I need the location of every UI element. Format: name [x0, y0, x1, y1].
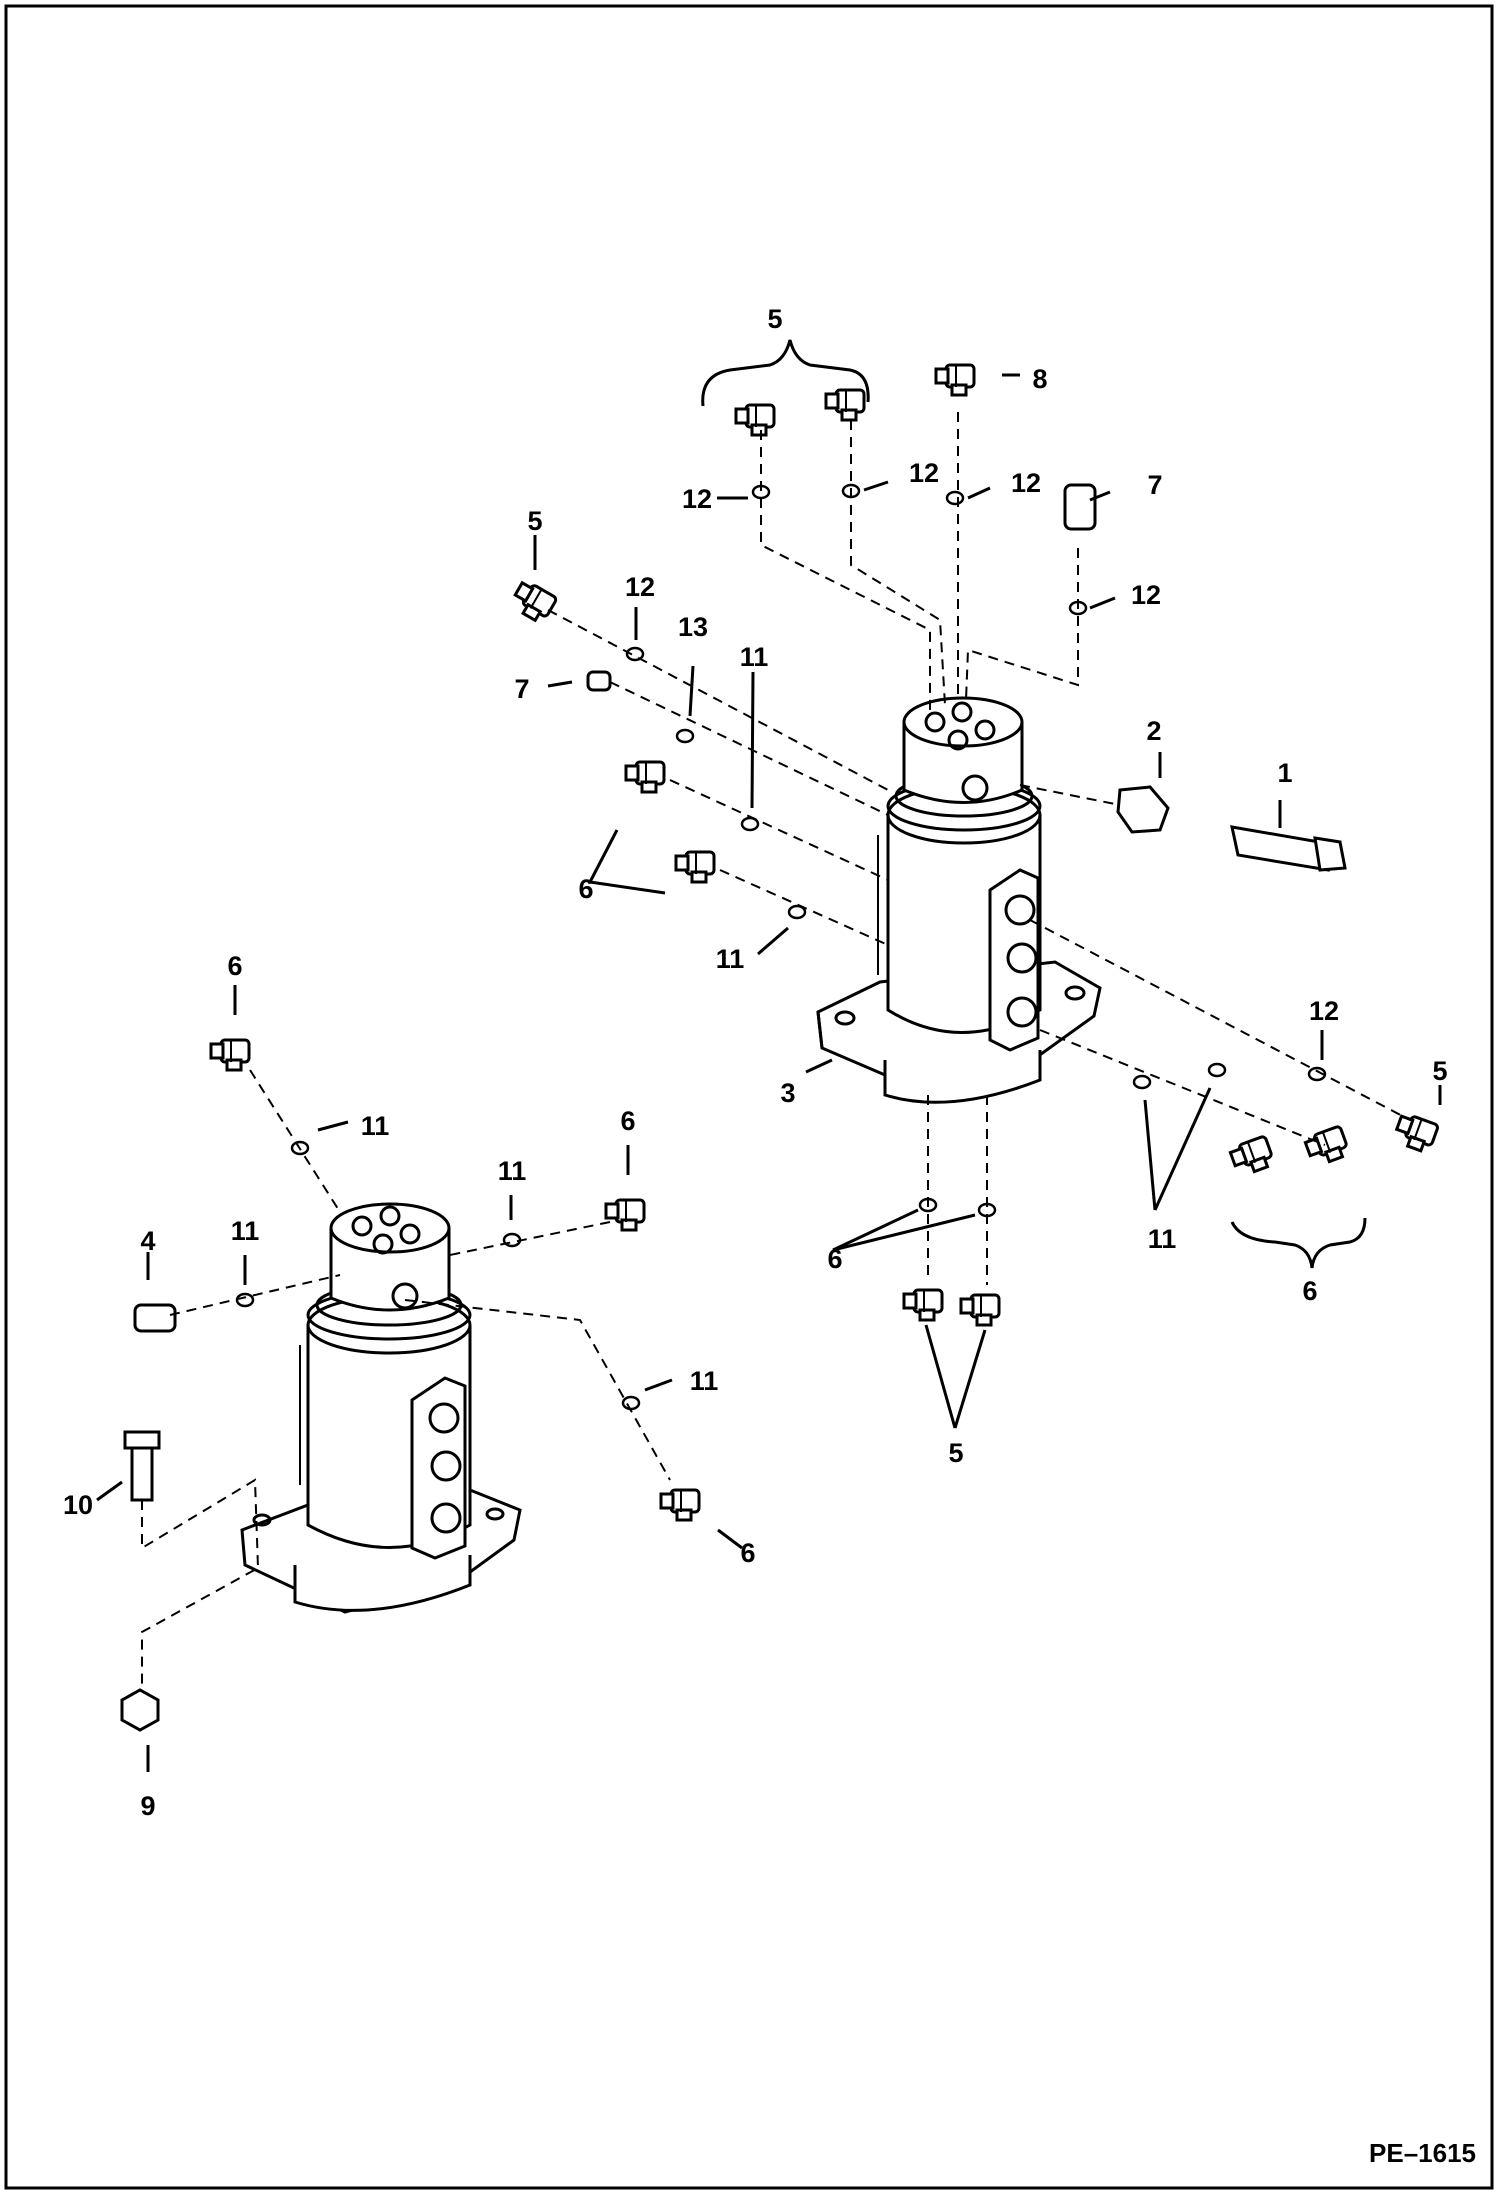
fittings	[120, 363, 1441, 1732]
callout-10: 10	[63, 1490, 93, 1520]
callout-5-left: 5	[527, 506, 542, 536]
callout-6-bottom: 6	[827, 1244, 842, 1274]
drawing-number: PE–1615	[1369, 2138, 1476, 2168]
swivel-joint-upper	[816, 696, 1102, 1104]
callout-5-right: 5	[1432, 1056, 1447, 1086]
callout-6-lower: 6	[620, 1106, 635, 1136]
callout-3: 3	[780, 1078, 795, 1108]
callout-11-e: 11	[498, 1156, 527, 1186]
swivel-joint-lower	[240, 1202, 522, 1614]
callout-11-a: 11	[740, 642, 769, 672]
bolt-part	[1230, 825, 1347, 872]
coupling-nut-part	[1116, 785, 1170, 834]
callout-5-bottom: 5	[948, 1438, 963, 1468]
callout-12-f: 12	[1309, 996, 1339, 1026]
callout-8: 8	[1032, 364, 1047, 394]
callout-4: 4	[140, 1226, 155, 1256]
callout-13: 13	[678, 612, 708, 642]
callout-11-b: 11	[716, 944, 745, 974]
callout-1: 1	[1277, 758, 1292, 788]
callout-12-a: 12	[682, 484, 712, 514]
callout-12-d: 12	[1131, 580, 1161, 610]
callout-7-right: 7	[1147, 470, 1162, 500]
callout-2: 2	[1146, 716, 1161, 746]
callout-11-g: 11	[690, 1366, 719, 1396]
callout-6-left: 6	[227, 951, 242, 981]
callout-11-c: 11	[1148, 1224, 1177, 1254]
callout-12-e: 12	[625, 572, 655, 602]
callout-6-right: 6	[1302, 1276, 1317, 1306]
callout-12-b: 12	[909, 458, 939, 488]
callout-11-f: 11	[231, 1216, 260, 1246]
assembly-lines	[141, 412, 1411, 1685]
callout-7-left: 7	[514, 674, 529, 704]
callout-6-lowerright: 6	[740, 1538, 755, 1568]
callout-9: 9	[140, 1791, 155, 1821]
callout-12-c: 12	[1011, 468, 1041, 498]
page-frame	[4, 4, 1494, 2190]
callouts: 1 2 3 4 5 5 5 5 6 6 6 6 6 6 7 7 8 9 10 1…	[63, 304, 1448, 1821]
callout-6-cluster: 6	[578, 874, 593, 904]
leader-lines	[96, 339, 1442, 1772]
callout-5-top: 5	[767, 304, 782, 334]
callout-11-d: 11	[361, 1111, 390, 1141]
